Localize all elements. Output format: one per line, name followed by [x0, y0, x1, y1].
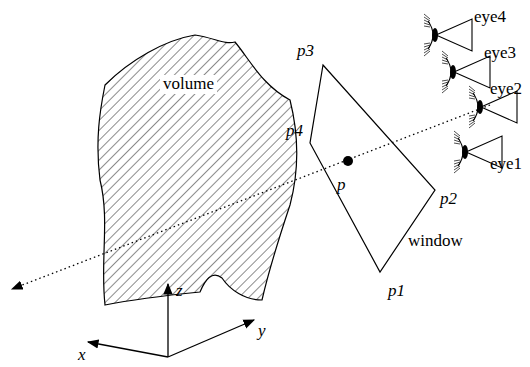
region-label: volume	[160, 75, 217, 94]
eye-label: eye3	[484, 44, 516, 61]
eye-icon	[424, 14, 472, 56]
eye-label: eye4	[474, 8, 506, 25]
eye-label: eye1	[490, 155, 522, 172]
corner-label: p3	[297, 42, 314, 59]
corner-label: p1	[388, 282, 405, 299]
sample-point	[343, 156, 353, 166]
plane-label: window	[408, 232, 463, 249]
axis-label: y	[258, 322, 266, 339]
axis-label: x	[78, 346, 86, 363]
corner-label: p2	[440, 190, 457, 207]
corner-label: p4	[286, 122, 303, 139]
point-label: p	[337, 176, 346, 193]
axis-label: z	[176, 282, 183, 299]
eye-icon	[442, 51, 490, 93]
volume-region: volume	[85, 25, 310, 310]
eye-label: eye2	[490, 80, 522, 97]
volume-outline	[85, 25, 310, 310]
